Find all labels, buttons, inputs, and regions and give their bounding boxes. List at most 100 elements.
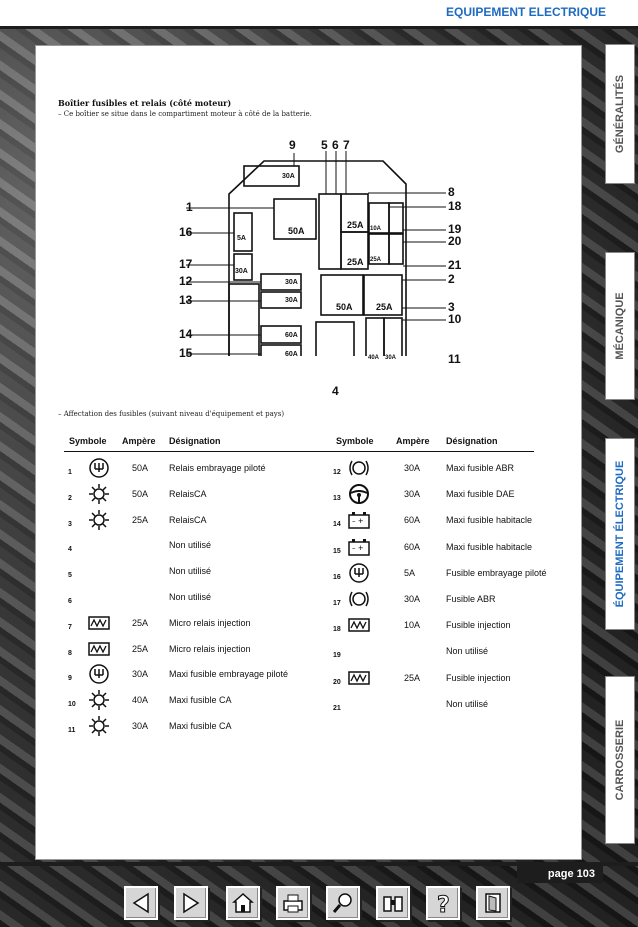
left-row-designation: Non utilisé <box>169 592 212 602</box>
fuse-7-value: 25A <box>347 257 364 267</box>
fuse-1-value: 50A <box>288 226 305 236</box>
fuse-21-value: 25A <box>370 257 382 263</box>
right-row-designation: Fusible injection <box>446 672 511 683</box>
page-number: page 103 <box>517 866 603 883</box>
relay-clutch-icon <box>88 663 110 690</box>
diagram-label-13: 13 <box>179 293 193 307</box>
steering-wheel-icon <box>349 484 369 505</box>
right-row-designation: Maxi fusible habitacle <box>446 515 533 526</box>
fuse-3-value: 25A <box>376 302 393 312</box>
header-divider-line <box>64 451 534 452</box>
battery-icon: – + <box>348 509 370 536</box>
right-row-number: 20 <box>333 678 341 686</box>
binoculars-icon <box>383 896 403 912</box>
fuse-13-slot <box>260 291 302 309</box>
svg-text:?: ? <box>437 893 450 915</box>
battery-notch <box>228 283 260 356</box>
right-row-designation: Non utilisé <box>446 646 489 657</box>
sun-fan-icon <box>88 689 110 716</box>
tab-mecanique[interactable]: MÉCANIQUE <box>605 252 635 400</box>
exit-button[interactable] <box>476 886 510 920</box>
next-page-button[interactable] <box>174 886 208 920</box>
right-row-ampere: 10A <box>404 620 421 631</box>
previous-page-button[interactable] <box>124 886 158 920</box>
left-row-number: 3 <box>68 520 72 528</box>
diagram-label-20: 20 <box>448 234 462 248</box>
home-icon <box>232 892 254 913</box>
relay-4-slot <box>315 321 355 356</box>
tab-generalites[interactable]: GÉNÉRALITÉS <box>605 44 635 184</box>
right-row-number: 17 <box>333 600 341 607</box>
right-row-number: 16 <box>333 573 341 581</box>
diagram-label-5: 5 <box>321 138 328 152</box>
search-button[interactable] <box>326 886 360 920</box>
assignment-note: – Affectation des fusibles (suivant nive… <box>58 410 285 418</box>
header-bar: EQUIPEMENT ELECTRIQUE <box>0 0 638 26</box>
sun-fan-icon <box>89 483 109 504</box>
relay-clutch-icon <box>349 563 369 583</box>
diagram-label-17: 17 <box>179 257 193 271</box>
fuse-box-outline <box>228 160 407 356</box>
find-button[interactable] <box>376 886 410 920</box>
fuse-17-slot <box>233 253 253 281</box>
diagram-label-3: 3 <box>448 300 455 314</box>
fuse-10-value: 40A <box>368 355 380 361</box>
tab-equipement-electrique[interactable]: ÉQUIPEMENT ÉLECTRIQUE <box>605 438 635 630</box>
left-row-designation: Maxi fusible CA <box>169 695 232 706</box>
diagram-label-12: 12 <box>179 274 193 288</box>
right-row-designation: Non utilisé <box>446 698 489 709</box>
header-ampere-right: Ampère <box>396 436 430 446</box>
right-row-number: 19 <box>333 652 341 660</box>
left-row-ampere: 25A <box>132 514 149 525</box>
left-row-number: 11 <box>68 727 76 734</box>
relay-5-slot <box>318 193 342 270</box>
right-row-designation: Maxi fusible DAE <box>446 489 515 500</box>
relay-clutch-icon <box>89 458 109 478</box>
fuse-6-value: 25A <box>347 220 364 230</box>
left-row-number: 9 <box>68 675 72 683</box>
battery-icon: – + <box>348 512 370 530</box>
right-row-ampere: 5A <box>404 567 416 578</box>
fuse-3-slot <box>363 274 403 316</box>
fuse-14-value: 60A <box>285 332 298 339</box>
right-row-number: 21 <box>333 704 341 712</box>
diagram-label-10: 10 <box>448 312 462 326</box>
fuse-12-value: 30A <box>285 279 298 286</box>
right-row-number: 13 <box>333 495 341 503</box>
diagram-label-6: 6 <box>332 138 339 152</box>
injection-relay-icon <box>88 616 110 630</box>
tab-carrosserie[interactable]: CARROSSERIE <box>605 676 635 844</box>
right-row-ampere: 30A <box>404 489 421 500</box>
printer-icon <box>283 894 303 913</box>
battery-icon: – + <box>348 538 370 556</box>
abs-icon <box>348 457 370 484</box>
section-title: EQUIPEMENT ELECTRIQUE <box>445 5 606 19</box>
diagram-label-21: 21 <box>448 258 462 272</box>
left-row-designation: Maxi fusible embrayage piloté <box>169 669 289 680</box>
fuse-15-value: 60A <box>285 351 298 358</box>
home-button[interactable] <box>226 886 260 920</box>
abs-icon <box>349 591 369 607</box>
injection-relay-icon <box>348 670 370 685</box>
left-row-number: 10 <box>68 701 76 709</box>
left-row-designation: RelaisCA <box>169 488 207 499</box>
arrow-left-icon <box>132 892 149 914</box>
right-row-ampere: 60A <box>404 541 421 552</box>
fuse-19-slot <box>388 202 404 234</box>
sun-fan-icon <box>89 509 109 530</box>
print-button[interactable] <box>276 886 310 920</box>
right-row-designation: Fusible injection <box>446 620 511 631</box>
steering-wheel-icon <box>348 483 370 510</box>
header-designation-right: Désignation <box>446 436 498 446</box>
injection-relay-icon <box>88 638 110 665</box>
help-button[interactable]: ? <box>426 886 460 920</box>
left-row-ampere: 40A <box>132 695 149 706</box>
injection-relay-icon <box>348 614 370 641</box>
injection-relay-icon <box>348 667 370 694</box>
left-row-designation: RelaisCA <box>169 514 207 525</box>
header-ampere-left: Ampère <box>122 436 156 446</box>
sun-fan-icon <box>89 716 109 736</box>
left-row-number: 8 <box>68 649 72 657</box>
fuse-2-value: 50A <box>336 302 353 312</box>
sun-fan-icon <box>89 690 109 711</box>
